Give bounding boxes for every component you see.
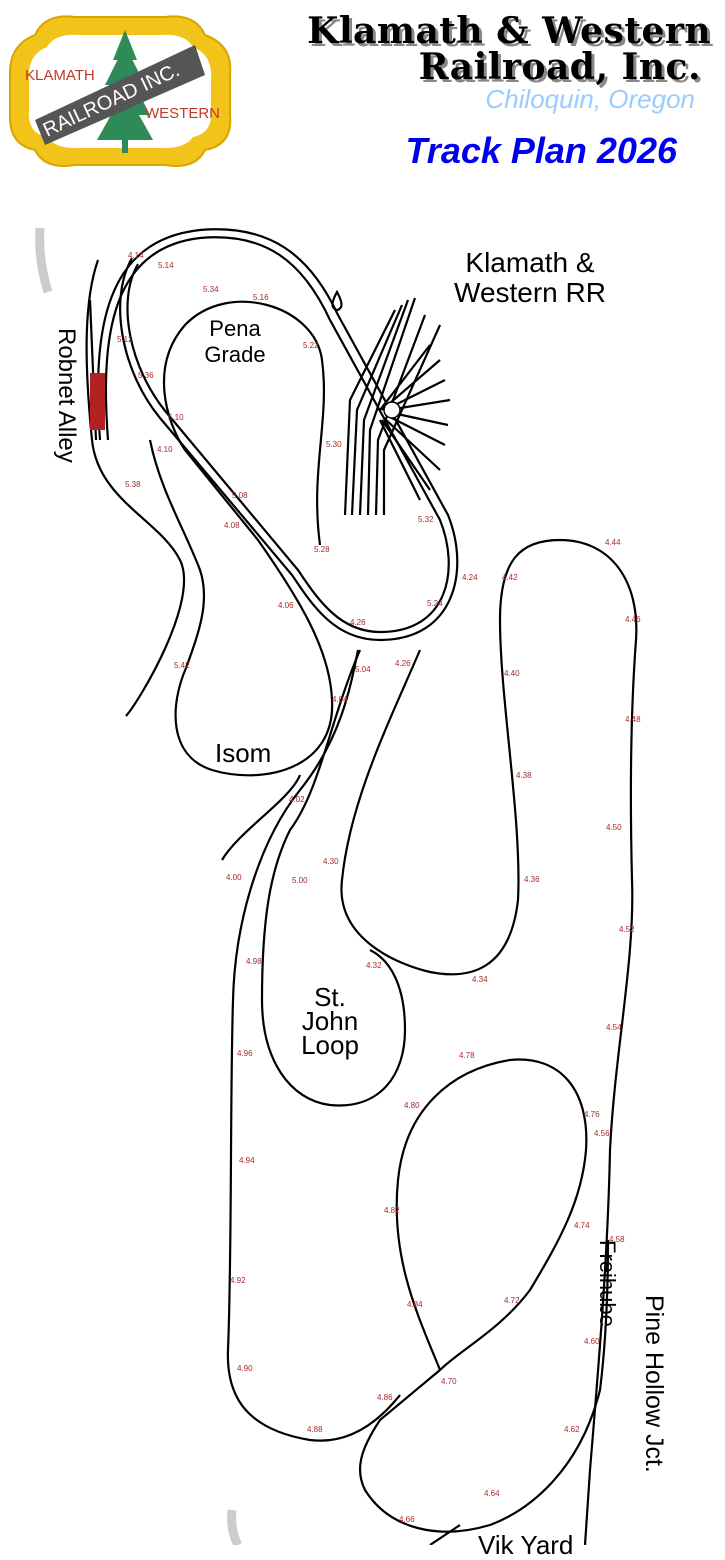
milepost-label: 4.06	[278, 601, 294, 610]
milepost-label: 5.38	[125, 480, 141, 489]
milepost-label: 4.96	[237, 1049, 253, 1058]
label-pine-hollow-jct: Pine Hollow Jct.	[640, 1295, 668, 1473]
milepost-label: 4.04	[332, 695, 348, 704]
milepost-label: 4.34	[472, 975, 488, 984]
logo-text-klamath: KLAMATH	[25, 67, 95, 84]
milepost-label: 4.64	[484, 1489, 500, 1498]
robnet-alley-siding	[90, 373, 105, 430]
milepost-label: 4.14	[128, 251, 144, 260]
vik-yard-lead	[429, 1524, 461, 1545]
layout-edge	[227, 1509, 243, 1545]
layout-edge	[35, 227, 53, 294]
label-pena-grade: Pena Grade	[190, 316, 280, 368]
milepost-label: 4.36	[524, 875, 540, 884]
milepost-label: 4.86	[377, 1393, 393, 1402]
milepost-label: 4.60	[584, 1337, 600, 1346]
isom-branch	[221, 774, 302, 861]
milepost-label: 4.76	[584, 1110, 600, 1119]
label-pena-line1: Pena	[209, 316, 261, 341]
water-drop-icon	[331, 289, 343, 312]
milepost-label: 4.26	[395, 659, 411, 668]
company-logo: KLAMATH WESTERN RAILROAD INC.	[8, 15, 232, 167]
milepost-label: 4.40	[504, 669, 520, 678]
label-stjohn-line3: Loop	[301, 1030, 359, 1060]
label-robnet-alley: Robnet Alley	[53, 328, 80, 463]
location-subtitle: Chiloquin, Oregon	[485, 84, 695, 114]
milepost-label: 4.32	[366, 961, 382, 970]
milepost-label: 4.24	[462, 573, 478, 582]
milepost-label: 5.16	[253, 293, 269, 302]
logo-text-western: WESTERN	[145, 105, 220, 122]
milepost-label: 4.02	[289, 795, 305, 804]
milepost-label: 4.84	[407, 1300, 423, 1309]
label-st-john-loop: St. John Loop	[290, 982, 370, 1060]
milepost-label: 5.28	[314, 545, 330, 554]
st-john-inner	[260, 649, 407, 1107]
pena-grade-track	[148, 300, 334, 777]
title-line2: Railroad, Inc.	[418, 46, 701, 88]
milepost-label: 4.44	[605, 538, 621, 547]
engine-terminal-yard	[343, 297, 451, 516]
milepost-label: 4.74	[574, 1221, 590, 1230]
milepost-label: 4.56	[594, 1129, 610, 1138]
milepost-label: 4.80	[404, 1101, 420, 1110]
freihube-loop-track	[358, 1058, 610, 1533]
milepost-label: 4.92	[230, 1276, 246, 1285]
plan-title: Track Plan 2026	[405, 130, 677, 171]
title-line1: Klamath & Western	[307, 10, 711, 52]
milepost-label: 4.70	[441, 1377, 457, 1386]
milepost-label: 5.04	[355, 665, 371, 674]
milepost-label: 5.32	[418, 515, 434, 524]
milepost-label: 4.30	[323, 857, 339, 866]
milepost-label: 4.00	[226, 873, 242, 882]
milepost-label: 4.58	[609, 1235, 625, 1244]
label-stjohn-line1: St.	[314, 982, 346, 1012]
milepost-label: 4.90	[237, 1364, 253, 1373]
label-vik-yard: Vik Yard	[478, 1530, 574, 1560]
milepost-label: 4.10	[157, 445, 173, 454]
milepost-label: 5.36	[138, 371, 154, 380]
milepost-label: 5.34	[203, 285, 219, 294]
milepost-label: 4.66	[399, 1515, 415, 1524]
milepost-label: 5.12	[117, 335, 133, 344]
label-pena-line2: Grade	[204, 342, 266, 367]
milepost-label: 4.88	[307, 1425, 323, 1434]
milepost-label: 4.62	[564, 1425, 580, 1434]
milepost-label: 4.38	[516, 771, 532, 780]
milepost-label: 4.98	[246, 957, 262, 966]
upper-mainline	[85, 228, 459, 717]
label-freihube: Freihube	[595, 1240, 620, 1327]
milepost-label: 4.26	[350, 618, 366, 627]
label-kw-line1: Klamath &	[465, 247, 595, 278]
milepost-label: 4.50	[606, 823, 622, 832]
milepost-label: 5.08	[232, 491, 248, 500]
milepost-label: 5.00	[292, 876, 308, 885]
milepost-label: 4.42	[502, 573, 518, 582]
milepost-label: 5.14	[158, 261, 174, 270]
st-john-loop-track	[340, 538, 638, 1545]
milepost-label: 5.10	[168, 413, 184, 422]
milepost-label: 4.54	[606, 1023, 622, 1032]
milepost-label: 4.08	[224, 521, 240, 530]
milepost-label: 5.22	[303, 341, 319, 350]
milepost-label: 4.72	[504, 1296, 520, 1305]
milepost-label: 4.48	[625, 715, 641, 724]
label-klamath-western-rr: Klamath & Western RR	[445, 248, 615, 308]
milepost-label: 4.78	[459, 1051, 475, 1060]
west-mainline	[226, 649, 401, 1442]
milepost-label: 4.46	[625, 615, 641, 624]
milepost-label: 4.82	[384, 1206, 400, 1215]
milepost-label: 4.94	[239, 1156, 255, 1165]
milepost-label: 5.42	[174, 661, 190, 670]
milepost-label: 5.30	[326, 440, 342, 449]
label-kw-line2: Western RR	[454, 277, 606, 308]
milepost-label: 5.24	[427, 599, 443, 608]
milepost-label: 4.52	[619, 925, 635, 934]
label-isom: Isom	[215, 738, 272, 768]
label-stjohn-line2: John	[301, 1006, 359, 1036]
